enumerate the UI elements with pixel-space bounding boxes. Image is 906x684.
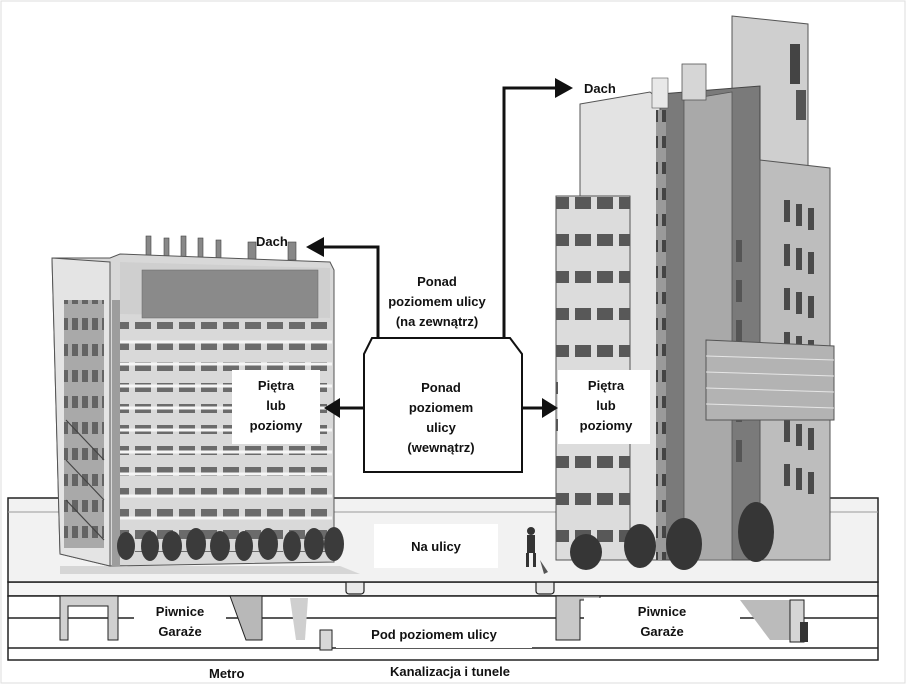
arrow-roof-left (322, 245, 380, 338)
svg-text:(na zewnątrz): (na zewnątrz) (396, 314, 478, 329)
svg-text:poziomem ulicy: poziomem ulicy (388, 294, 486, 309)
left-building (51, 235, 335, 567)
svg-text:Piwnice: Piwnice (156, 604, 204, 619)
inside-box (363, 337, 523, 473)
below-street-box (336, 620, 532, 648)
svg-text:Piwnice: Piwnice (638, 604, 686, 619)
above-outside-label: Ponad poziomem ulicy (na zewnątrz) (388, 274, 486, 329)
basement-left-box (134, 598, 226, 646)
svg-text:poziomy: poziomy (580, 418, 633, 433)
street-label: Na ulicy (411, 539, 462, 554)
floors-left-box (232, 370, 320, 444)
above-inside-label: Ponad poziomem ulicy (wewnątrz) (407, 380, 474, 455)
floors-left-label: Piętra lub poziomy (250, 378, 303, 433)
svg-text:Ponad: Ponad (421, 380, 461, 395)
arrows (322, 86, 557, 410)
basement-left-label: Piwnice Garaże (156, 604, 204, 639)
street-box (374, 524, 498, 568)
svg-text:Garaże: Garaże (640, 624, 683, 639)
svg-text:(wewnątrz): (wewnątrz) (407, 440, 474, 455)
roof-left-label: Dach (256, 234, 288, 249)
floors-right-label: Piętra lub poziomy (580, 378, 633, 433)
arrow-roof-right (502, 86, 557, 340)
trees-right (570, 502, 774, 570)
svg-text:poziomem: poziomem (409, 400, 473, 415)
basement-left-wall (59, 595, 119, 641)
sewers-label: Kanalizacja i tunele (390, 664, 510, 679)
svg-text:Piętra: Piętra (258, 378, 295, 393)
pedestrian (526, 527, 548, 574)
trees-left (117, 527, 344, 561)
metro-label: Metro (209, 666, 244, 681)
svg-text:Ponad: Ponad (417, 274, 457, 289)
svg-text:ulicy: ulicy (426, 420, 456, 435)
basement-right-label: Piwnice Garaże (638, 604, 686, 639)
svg-text:Garaże: Garaże (158, 624, 201, 639)
below-street-label: Pod poziomem ulicy (371, 627, 497, 642)
basement-right-box (584, 598, 740, 646)
svg-text:Piętra: Piętra (588, 378, 625, 393)
floors-right-box (558, 370, 650, 444)
roof-right-label: Dach (584, 81, 616, 96)
street-slab (7, 581, 879, 597)
svg-text:poziomy: poziomy (250, 418, 303, 433)
svg-text:lub: lub (596, 398, 616, 413)
svg-text:lub: lub (266, 398, 286, 413)
